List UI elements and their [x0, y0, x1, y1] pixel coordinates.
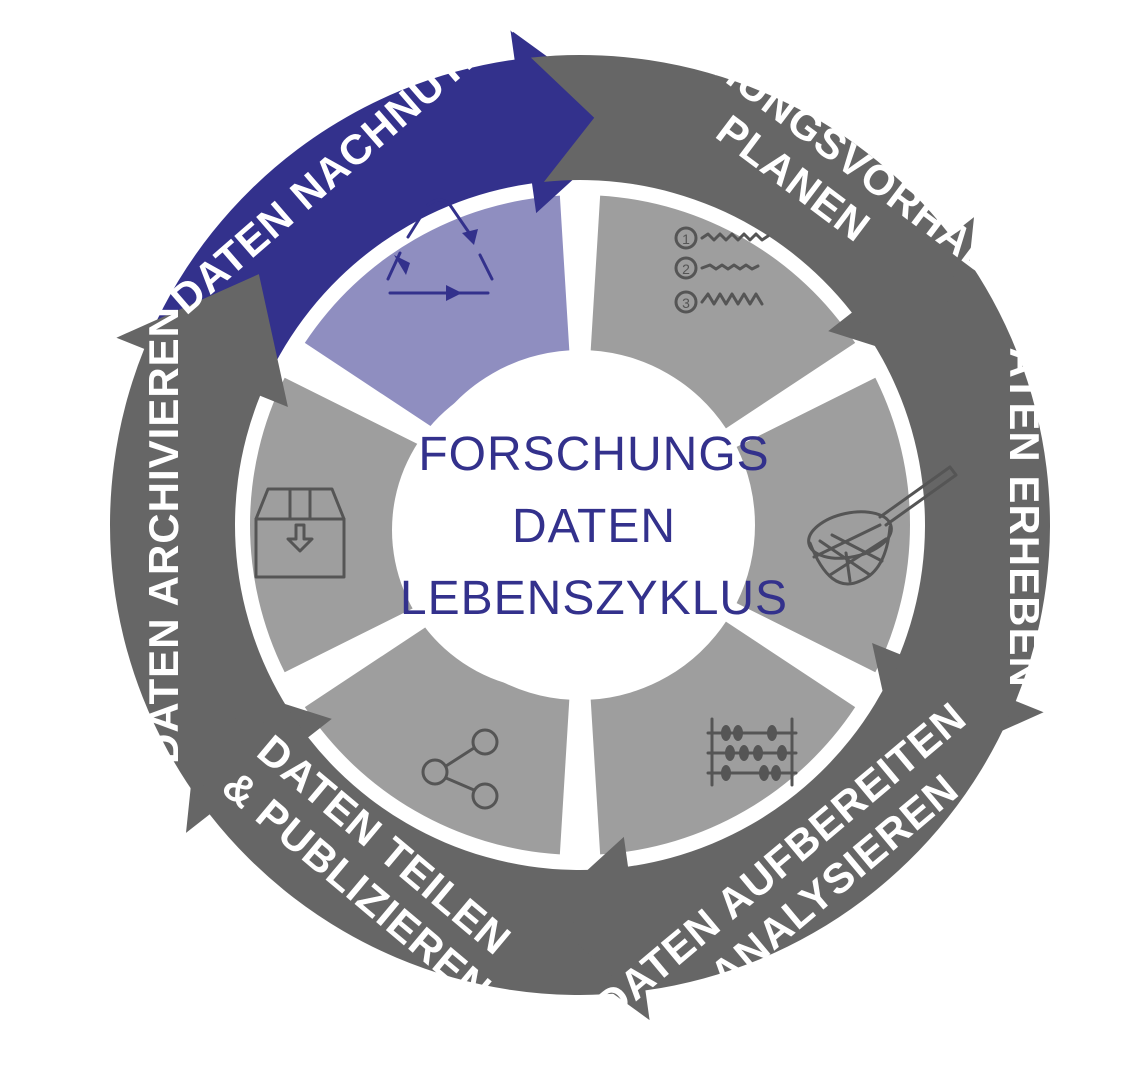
- label-archivieren: DATEN ARCHIVIEREN: [140, 306, 187, 764]
- segment-archivieren: [249, 377, 424, 673]
- arrow-planen: [530, 55, 975, 373]
- center-title-line-3: LEBENSZYKLUS: [400, 572, 788, 625]
- stage-icons: 1 2 3: [254, 198, 958, 810]
- numbered-list-icon: 1 2 3: [674, 226, 770, 314]
- arrow-erheben: [859, 248, 1050, 776]
- center-title-line-1: FORSCHUNGS: [418, 428, 769, 481]
- arrow-archivieren: [109, 274, 301, 802]
- segment-nachnutzen: [304, 195, 570, 429]
- center-hub: FORSCHUNGS DATEN LEBENSZYKLUS: [392, 370, 788, 690]
- label-erheben: DATEN ERHEBEN: [1001, 316, 1048, 688]
- arrow-teilen: [185, 677, 630, 995]
- archive-box-icon: [254, 487, 346, 579]
- arrow-aufbereiten: [523, 665, 1010, 1021]
- center-circle: [392, 370, 712, 690]
- list-number-2: 2: [682, 261, 690, 277]
- segment-teilen: [304, 621, 570, 855]
- list-number-3: 3: [682, 295, 690, 311]
- share-icon: [421, 728, 499, 810]
- recycle-icon: [386, 198, 494, 301]
- abacus-icon: [706, 717, 798, 787]
- segment-planen: [590, 195, 856, 429]
- lifecycle-arrows: [109, 29, 1050, 1021]
- center-title-line-2: DATEN: [512, 500, 676, 553]
- lifecycle-segments: [249, 195, 911, 855]
- list-number-1: 1: [682, 231, 690, 247]
- segment-erheben: [736, 377, 911, 673]
- net-icon: [807, 465, 958, 586]
- arrow-nachnutzen: [150, 29, 637, 385]
